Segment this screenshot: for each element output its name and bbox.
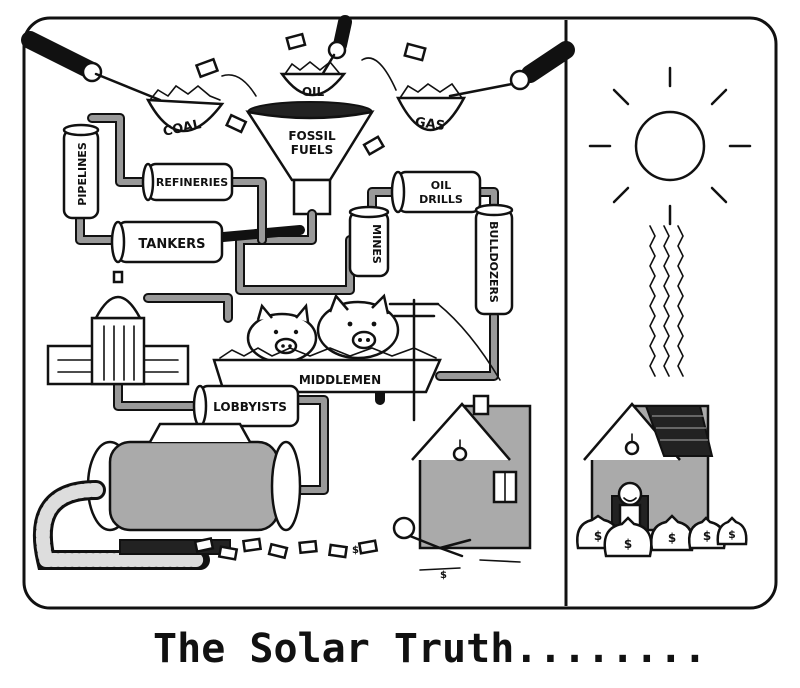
fossil-fuel-panel: COAL OIL GAS FOSSIL (21, 15, 575, 581)
mines-label: MINES (370, 224, 383, 264)
fossil-label: FOSSIL (288, 129, 336, 143)
bulldozers-cylinder: BULLDOZERS (474, 203, 514, 316)
tankers-label: TANKERS (138, 237, 205, 252)
bulldozers-label: BULLDOZERS (487, 221, 500, 303)
middlemen-trough: MIDDLEMEN (212, 347, 442, 394)
coal-ladle-arm (21, 31, 162, 102)
pipelines-cylinder: PIPELINES (62, 123, 100, 220)
pipelines-label: PIPELINES (76, 142, 89, 206)
gas-bowl: GAS (395, 82, 467, 134)
flying-money (194, 32, 427, 157)
solar-rays (649, 225, 684, 377)
sun-icon (588, 66, 752, 226)
money-bag-sign-2: $ (624, 537, 632, 551)
money-bag-sign-4: $ (703, 529, 711, 543)
fossil-fuels-funnel: FOSSIL FUELS (245, 101, 375, 216)
solar-panel-side: $ $ $ $ $ (576, 66, 752, 558)
pig-right (316, 293, 400, 360)
lobbyists-cylinder: LOBBYISTS (192, 384, 300, 428)
cartoon-title: The Solar Truth........ (153, 626, 707, 672)
money-bag-sign-5: $ (728, 528, 736, 541)
money-bags: $ $ $ $ $ (576, 514, 748, 558)
fuels-label: FUELS (291, 143, 333, 157)
lobbyists-label: LOBBYISTS (213, 400, 287, 414)
oil-drills-cylinder: OIL DRILLS (390, 170, 482, 214)
poor-man (392, 516, 472, 558)
house-fossil (411, 394, 532, 550)
gas-ladle-arm (448, 41, 575, 98)
gas-label: GAS (414, 115, 446, 134)
oil-drills-label-2: DRILLS (419, 193, 463, 206)
money-bag-sign-3: $ (668, 531, 676, 545)
oil-drills-label-1: OIL (431, 179, 451, 192)
middlemen-label: MIDDLEMEN (299, 373, 381, 387)
money-sign-left-a: $ (352, 545, 359, 556)
capitol-building (46, 270, 190, 386)
refineries-label: REFINERIES (156, 176, 228, 189)
solar-panel-roof (644, 405, 714, 457)
oil-label: OIL (302, 85, 325, 99)
tankers-cylinder: TANKERS (110, 220, 224, 264)
pig-left (246, 302, 318, 364)
vacuum-cleaner (32, 422, 302, 570)
house-solar (583, 402, 714, 532)
mines-cylinder: MINES (348, 205, 390, 278)
oil-hand (320, 15, 352, 77)
cartoon-frame (22, 16, 778, 610)
power-pole (388, 298, 501, 422)
money-stream: $ $ (193, 536, 521, 581)
money-sign-left-b: $ (440, 570, 447, 581)
refineries-cylinder: REFINERIES (141, 162, 234, 202)
money-bag-sign-1: $ (594, 529, 602, 543)
coal-bowl: COAL (145, 84, 225, 140)
oil-bowl: OIL (279, 60, 347, 99)
